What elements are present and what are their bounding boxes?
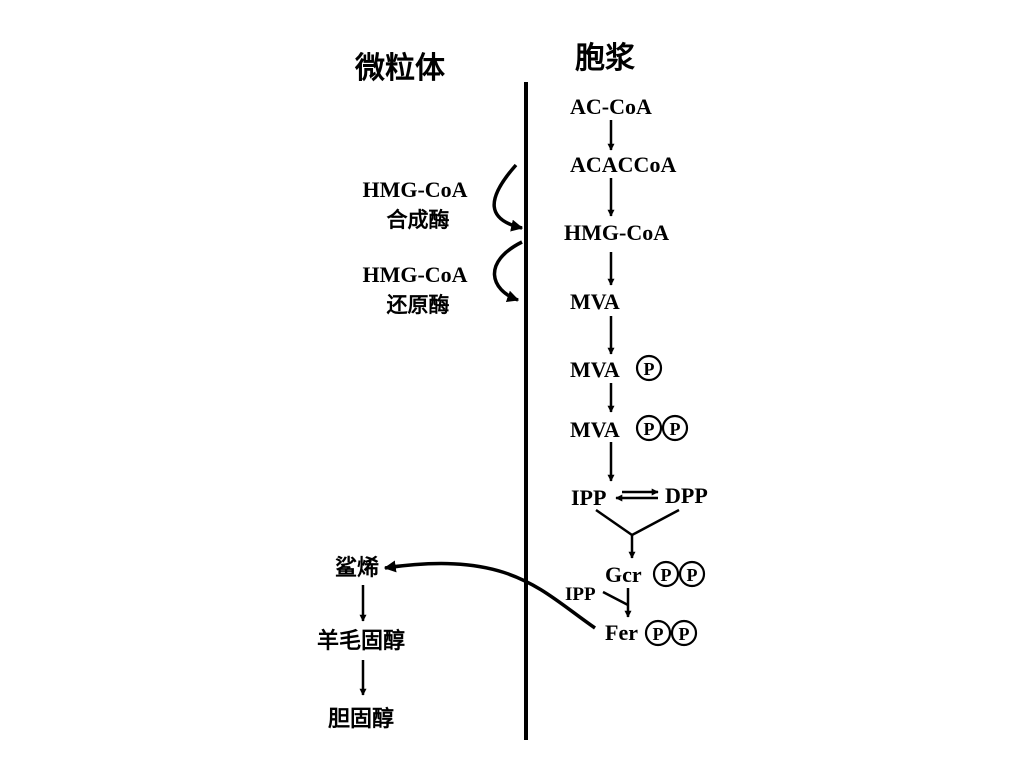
svg-text:P: P	[653, 624, 664, 644]
mva-phosphate-label: MVA	[570, 357, 620, 382]
enzyme-synthase-name: HMG-CoA	[362, 177, 467, 202]
fer-label: Fer	[605, 620, 638, 645]
gcr-label: Gcr	[605, 562, 642, 587]
svg-text:P: P	[670, 419, 681, 439]
svg-text:P: P	[687, 565, 698, 585]
svg-text:P: P	[644, 359, 655, 379]
hmg-coa-label: HMG-CoA	[564, 220, 669, 245]
phosphate-gcr-2: P	[678, 560, 706, 588]
enzyme-reductase-type: 还原酶	[386, 293, 450, 317]
enzyme-synthase-type: 合成酶	[387, 208, 450, 232]
cytosol-header: 胞浆	[575, 41, 635, 76]
svg-text:P: P	[661, 565, 672, 585]
mva-label: MVA	[570, 289, 620, 314]
reductase-curved-arrow	[492, 240, 523, 303]
phosphate-mva-p: P	[635, 354, 663, 382]
microsome-header: 微粒体	[354, 51, 446, 86]
phosphate-fer-2: P	[670, 619, 698, 647]
phosphate-mva-pp-1: P	[635, 414, 663, 442]
ipp-side-label: IPP	[565, 584, 596, 605]
dpp-label: DPP	[665, 483, 708, 508]
enzyme-reductase-name: HMG-CoA	[362, 262, 467, 287]
phosphate-fer-1: P	[644, 619, 672, 647]
ipp-label: IPP	[571, 485, 606, 510]
mva-pyrophosphate-label: MVA	[570, 417, 620, 442]
acaccoa-label: ACACCoA	[570, 152, 676, 177]
svg-text:P: P	[644, 419, 655, 439]
phosphate-mva-pp-2: P	[661, 414, 689, 442]
converge-from-ipp	[595, 508, 633, 537]
squalene-label: 鲨烯	[335, 555, 379, 581]
ac-coa-label: AC-CoA	[570, 94, 652, 119]
converge-from-dpp	[631, 508, 680, 537]
cholesterol-label: 胆固醇	[328, 706, 394, 732]
fer-to-squalene-arrow	[383, 560, 596, 630]
synthase-curved-arrow	[492, 163, 524, 232]
ipp-join-line	[602, 590, 629, 607]
lanosterol-label: 羊毛固醇	[317, 628, 405, 654]
svg-text:P: P	[679, 624, 690, 644]
phosphate-gcr-1: P	[652, 560, 680, 588]
